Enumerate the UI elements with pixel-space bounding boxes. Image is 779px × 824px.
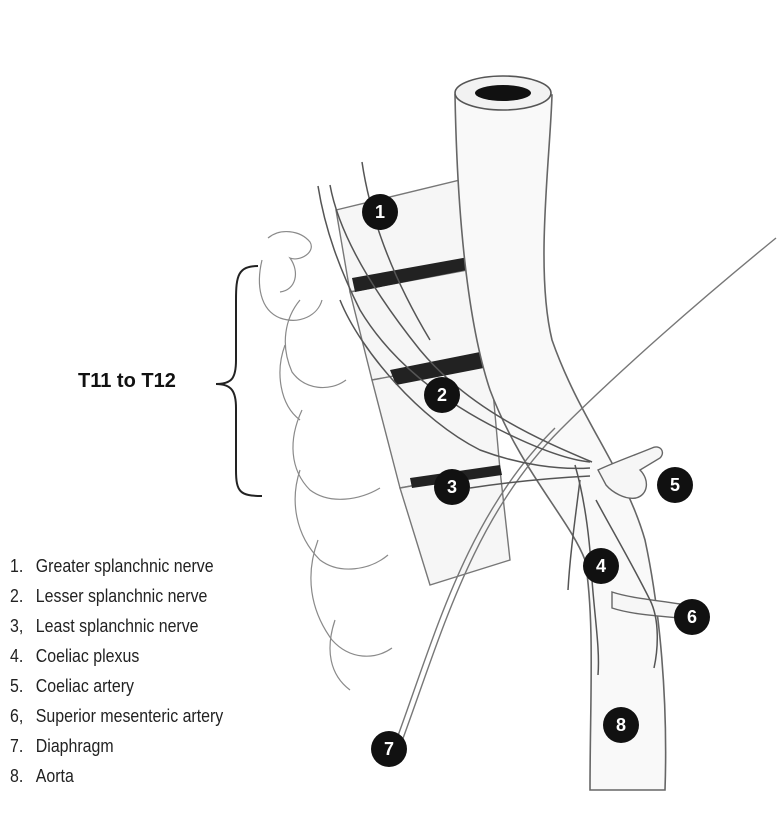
legend-number: 7. [10, 731, 36, 761]
svg-text:6: 6 [687, 607, 697, 627]
legend-text: Least splanchnic nerve [36, 615, 199, 636]
vertebral-level-bracket [216, 266, 262, 496]
legend-item: 1.Greater splanchnic nerve [10, 551, 223, 581]
legend-text: Diaphragm [36, 735, 114, 756]
marker-5: 5 [657, 467, 693, 503]
svg-text:3: 3 [447, 477, 457, 497]
legend-item: 3,Least splanchnic nerve [10, 611, 223, 641]
vertebral-level-label: T11 to T12 [78, 370, 176, 393]
marker-4: 4 [583, 548, 619, 584]
marker-2: 2 [424, 377, 460, 413]
legend-item: 5.Coeliac artery [10, 671, 223, 701]
legend-item: 2.Lesser splanchnic nerve [10, 581, 223, 611]
svg-text:2: 2 [437, 385, 447, 405]
svg-text:5: 5 [670, 475, 680, 495]
svg-text:8: 8 [616, 715, 626, 735]
legend-item: 6,Superior mesenteric artery [10, 701, 223, 731]
legend-item: 4.Coeliac plexus [10, 641, 223, 671]
marker-3: 3 [434, 469, 470, 505]
marker-7: 7 [371, 731, 407, 767]
legend-number: 1. [10, 551, 36, 581]
legend-text: Aorta [36, 765, 74, 786]
legend-text: Lesser splanchnic nerve [36, 585, 208, 606]
legend-item: 7.Diaphragm [10, 731, 223, 761]
svg-text:7: 7 [384, 739, 394, 759]
legend-text: Coeliac artery [36, 675, 134, 696]
legend-number: 5. [10, 671, 36, 701]
marker-1: 1 [362, 194, 398, 230]
legend-text: Superior mesenteric artery [36, 705, 223, 726]
marker-8: 8 [603, 707, 639, 743]
marker-6: 6 [674, 599, 710, 635]
legend-number: 8. [10, 761, 36, 791]
legend-number: 3, [10, 611, 36, 641]
legend-number: 6, [10, 701, 36, 731]
svg-text:1: 1 [375, 202, 385, 222]
legend-text: Greater splanchnic nerve [36, 555, 214, 576]
legend: 1.Greater splanchnic nerve 2.Lesser spla… [10, 551, 223, 791]
svg-text:4: 4 [596, 556, 606, 576]
legend-item: 8.Aorta [10, 761, 223, 791]
legend-text: Coeliac plexus [36, 645, 139, 666]
legend-number: 4. [10, 641, 36, 671]
legend-number: 2. [10, 581, 36, 611]
